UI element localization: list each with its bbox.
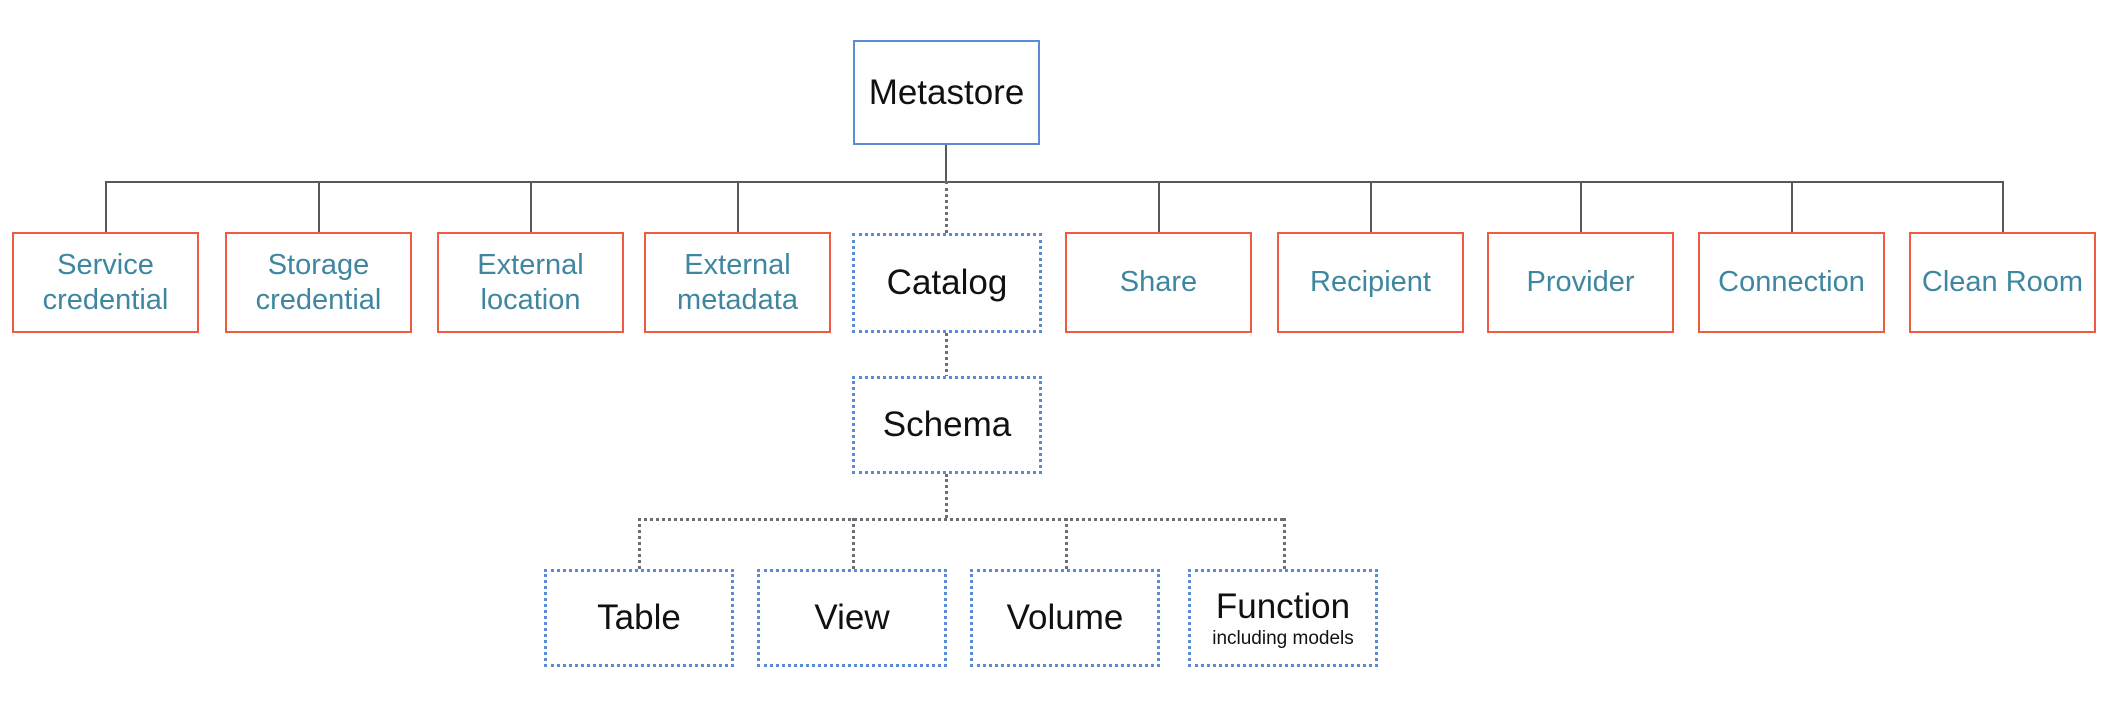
node-connection-label: Connection (1718, 266, 1865, 299)
node-function-sublabel: including models (1212, 627, 1354, 649)
node-storage-credential-label-line1: Storage (267, 249, 370, 282)
node-catalog[interactable]: Catalog (852, 233, 1042, 333)
node-recipient[interactable]: Recipient (1277, 232, 1464, 333)
node-provider[interactable]: Provider (1487, 232, 1674, 333)
node-function[interactable]: Function including models (1188, 569, 1378, 667)
node-clean-room-label: Clean Room (1921, 266, 2084, 299)
connector-drop-connection (1791, 181, 1793, 232)
node-connection[interactable]: Connection (1698, 232, 1885, 333)
connector-drop-provider (1580, 181, 1582, 232)
connector-drop-recipient (1370, 181, 1372, 232)
node-storage-credential-label-line2: credential (255, 283, 382, 316)
node-table[interactable]: Table (544, 569, 734, 667)
node-external-metadata-label-line1: External (684, 249, 791, 282)
node-service-credential[interactable]: Service credential (12, 232, 199, 333)
node-external-location-label-line2: location (480, 283, 581, 316)
connector-drop-view (852, 518, 855, 569)
connector-level1-bus (105, 181, 2003, 183)
node-function-label: Function (1215, 586, 1351, 626)
node-share[interactable]: Share (1065, 232, 1252, 333)
node-storage-credential[interactable]: Storage credential (225, 232, 412, 333)
node-metastore[interactable]: Metastore (853, 40, 1040, 145)
connector-catalog-to-schema (945, 333, 948, 378)
node-volume[interactable]: Volume (970, 569, 1160, 667)
node-external-location[interactable]: External location (437, 232, 624, 333)
node-view-label: View (814, 598, 890, 638)
connector-drop-catalog (945, 181, 948, 233)
node-external-metadata-label-line2: metadata (677, 283, 798, 316)
connector-drop-share (1158, 181, 1160, 232)
connector-drop-function (1283, 518, 1286, 569)
connector-drop-storage-credential (318, 181, 320, 232)
node-service-credential-label-line2: credential (42, 283, 169, 316)
node-view[interactable]: View (757, 569, 947, 667)
node-metastore-label: Metastore (868, 72, 1025, 112)
connector-metastore-stem (945, 145, 947, 182)
node-external-metadata[interactable]: External metadata (644, 232, 831, 333)
node-schema-label: Schema (882, 405, 1012, 445)
node-share-label: Share (1119, 266, 1198, 299)
node-clean-room[interactable]: Clean Room (1909, 232, 2096, 333)
node-table-label: Table (597, 598, 681, 638)
connector-drop-volume (1065, 518, 1068, 569)
connector-drop-table (638, 518, 641, 569)
node-catalog-label: Catalog (886, 263, 1008, 303)
connector-schema-stem (945, 474, 948, 518)
node-service-credential-label-line1: Service (57, 249, 154, 282)
connector-drop-clean-room (2002, 181, 2004, 232)
node-schema[interactable]: Schema (852, 376, 1042, 474)
node-external-location-label-line1: External (477, 249, 584, 282)
connector-level3-bus (638, 518, 1283, 521)
connector-drop-external-location (530, 181, 532, 232)
node-recipient-label: Recipient (1310, 266, 1431, 299)
node-provider-label: Provider (1526, 266, 1635, 299)
connector-drop-service-credential (105, 181, 107, 232)
connector-drop-external-metadata (737, 181, 739, 232)
node-volume-label: Volume (1006, 598, 1124, 638)
